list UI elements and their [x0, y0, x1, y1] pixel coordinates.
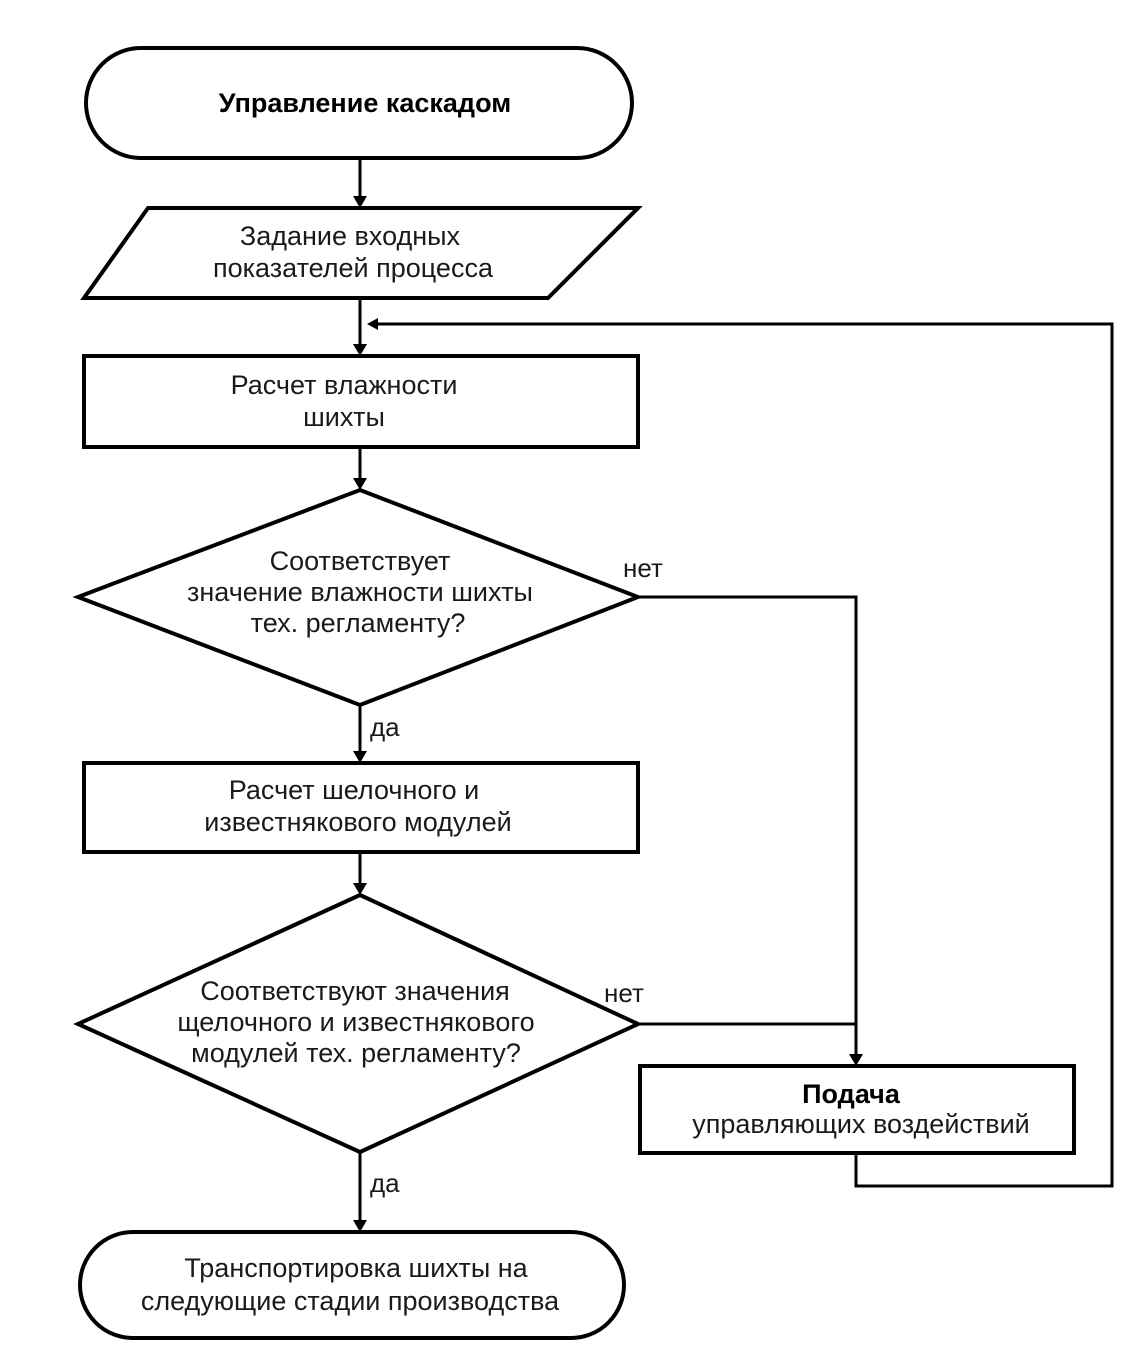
arrowhead-feedback	[367, 318, 378, 330]
input-text-line1: Задание входных	[240, 221, 461, 251]
calc-moisture-line1: Расчет влажности	[231, 370, 458, 400]
arrowhead-decision-moisture	[353, 478, 367, 490]
arrowhead-decision-modules	[353, 883, 367, 895]
decision-moisture-no-label: нет	[623, 553, 663, 583]
process-calc-modules: Расчет шелочного и известнякового модуле…	[82, 761, 640, 854]
process-calc-moisture: Расчет влажности шихты	[82, 354, 640, 449]
decision-moisture-yes-label: да	[370, 712, 400, 742]
end-text-line1: Транспортировка шихты на	[184, 1253, 528, 1283]
decision-modules: Соответствуют значения щелочного и извес…	[73, 892, 644, 1198]
arrowhead-control-action	[849, 1054, 863, 1066]
decision-modules-line3: модулей тех. регламенту?	[191, 1038, 521, 1068]
decision-modules-yes-label: да	[370, 1168, 400, 1198]
start-terminator: Управление каскадом	[84, 46, 634, 160]
input-text-line2: показателей процесса	[213, 253, 494, 283]
decision-moisture-line1: Соответствует	[270, 546, 451, 576]
process-control-action: Подача управляющих воздействий	[638, 1064, 1076, 1155]
calc-modules-line1: Расчет шелочного и	[229, 775, 480, 805]
decision-modules-no-label: нет	[604, 978, 644, 1008]
connector-moisture-no	[638, 595, 858, 1058]
decision-modules-line1: Соответствуют значения	[200, 976, 510, 1006]
decision-moisture-line2: значение влажности шихты	[187, 577, 533, 607]
arrowhead-calc-moisture	[353, 344, 367, 356]
arrowhead-end	[353, 1220, 367, 1232]
end-text-line2: следующие стадии производства	[141, 1286, 560, 1316]
connectors	[353, 158, 1114, 1232]
input-parallelogram: Задание входных показателей процесса	[80, 206, 643, 300]
decision-moisture-line3: тех. регламенту?	[251, 608, 466, 638]
end-terminator: Транспортировка шихты на следующие стади…	[78, 1230, 626, 1340]
calc-moisture-line2: шихты	[303, 402, 385, 432]
connector-feedback-loop	[374, 322, 1114, 1188]
control-action-line2: управляющих воздействий	[692, 1109, 1030, 1139]
decision-moisture: Соответствует значение влажности шихты т…	[72, 487, 663, 742]
control-action-line1: Подача	[802, 1079, 901, 1109]
arrowhead-input	[353, 196, 367, 208]
arrowhead-calc-modules	[353, 751, 367, 763]
decision-modules-line2: щелочного и известнякового	[177, 1007, 534, 1037]
calc-modules-line2: известнякового модулей	[204, 807, 511, 837]
start-text: Управление каскадом	[219, 88, 511, 118]
